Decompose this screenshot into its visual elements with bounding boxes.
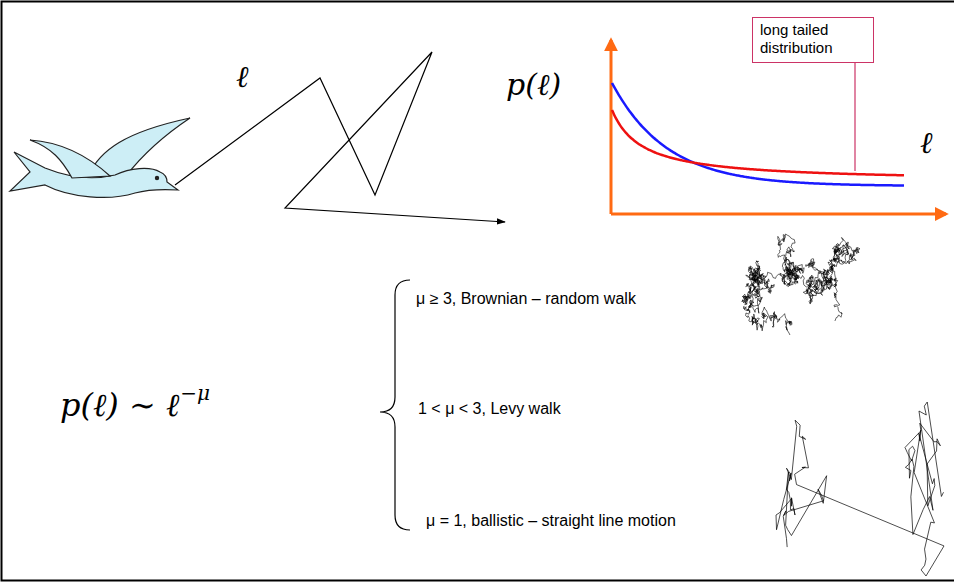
regime-note: μ = 1, ballistic – straight line motion [426,512,676,530]
formula: p(ℓ) ∼ ℓ [60,388,179,423]
x-axis [611,213,946,216]
bird-wing-back [88,118,190,176]
flight-path [175,52,505,222]
levy-walk [776,402,944,576]
power-law-curve [612,110,904,175]
callout-box: long tailed distribution [752,17,874,63]
axis-label: ℓ [920,126,933,159]
segment-length: ℓ [236,60,249,93]
brownian-walk [742,234,860,335]
exponential-curve [612,83,904,185]
bird-eye [155,176,158,179]
bird-wing-front [30,140,110,178]
axis-label: p(ℓ) [506,68,561,101]
y-axis [610,40,613,214]
exponent: −μ [180,382,210,404]
leader-line [854,63,855,171]
bird [10,118,190,197]
curly-brace [380,280,410,530]
callout-text: long tailed distribution [760,21,864,57]
regime-note: 1 < μ < 3, Levy walk [418,400,561,418]
regime-note: μ ≥ 3, Brownian – random walk [416,290,636,308]
